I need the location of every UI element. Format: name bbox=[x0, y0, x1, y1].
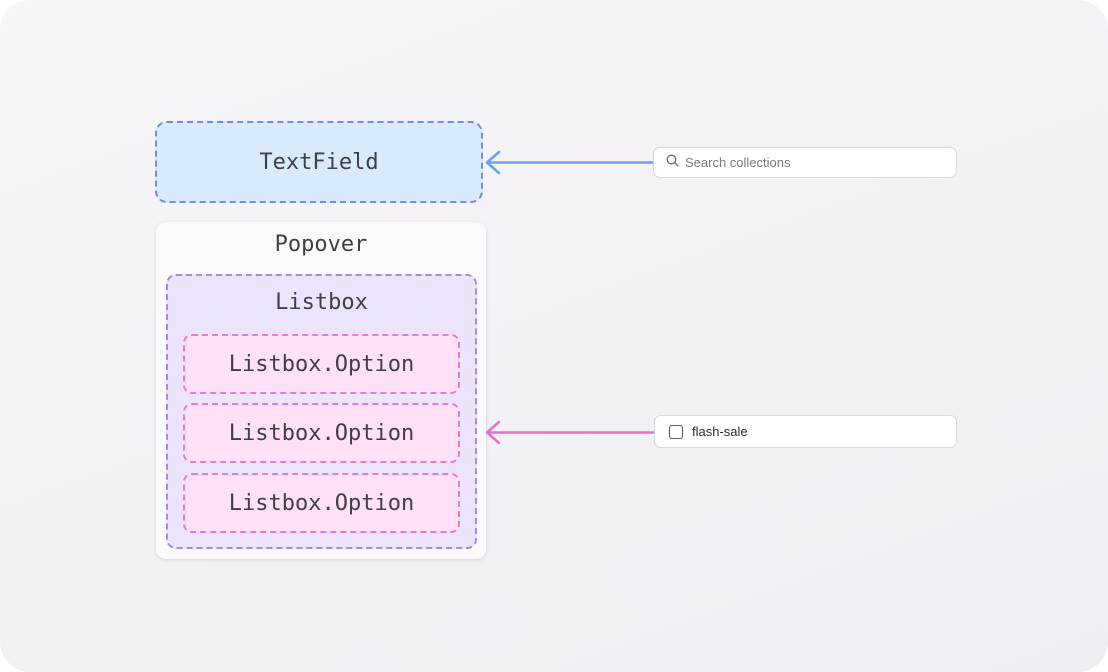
popover-component-box: Popover Listbox Listbox.Option Listbox.O… bbox=[156, 222, 486, 559]
search-icon bbox=[666, 154, 679, 172]
arrow-blue bbox=[485, 150, 655, 175]
checkbox-option-row[interactable]: flash-sale bbox=[654, 415, 957, 448]
listbox-option-label: Listbox.Option bbox=[228, 420, 415, 446]
listbox-label: Listbox bbox=[275, 290, 368, 315]
popover-label: Popover bbox=[274, 232, 368, 257]
listbox-option-label: Listbox.Option bbox=[228, 351, 415, 377]
listbox-option-box: Listbox.Option bbox=[183, 403, 460, 463]
listbox-option-box: Listbox.Option bbox=[183, 473, 460, 533]
arrow-pink bbox=[485, 420, 656, 445]
checkbox-label: flash-sale bbox=[692, 424, 748, 439]
checkbox[interactable] bbox=[669, 424, 683, 439]
listbox-component-box: Listbox Listbox.Option Listbox.Option Li… bbox=[166, 274, 477, 549]
listbox-option-label: Listbox.Option bbox=[228, 490, 415, 516]
textfield-label: TextField bbox=[259, 149, 379, 175]
search-field[interactable] bbox=[653, 147, 957, 178]
textfield-component-box: TextField bbox=[155, 121, 483, 203]
listbox-option-box: Listbox.Option bbox=[183, 334, 460, 394]
search-input[interactable] bbox=[685, 155, 925, 170]
